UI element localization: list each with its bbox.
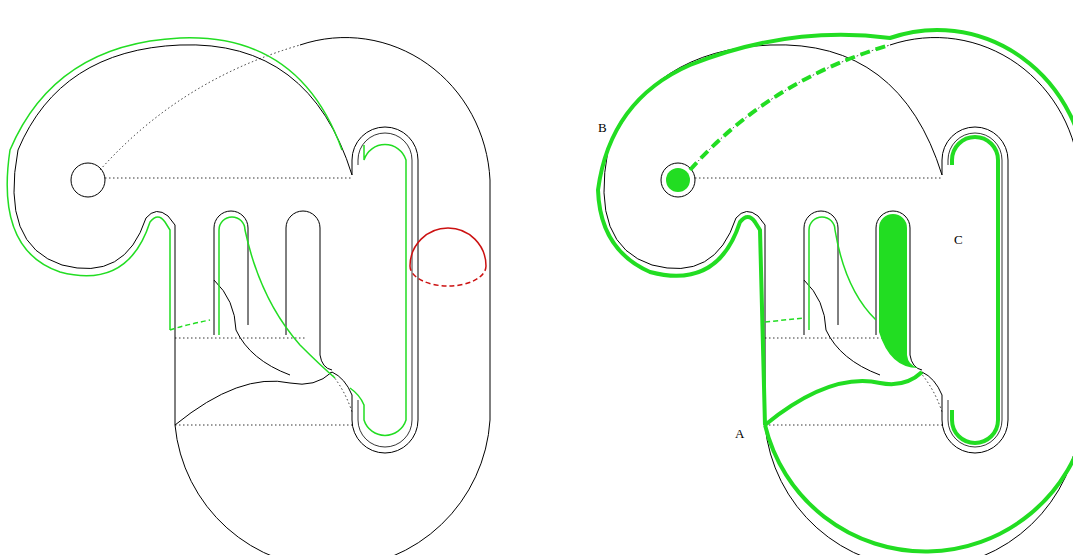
point-label: C xyxy=(952,232,965,247)
green-band xyxy=(598,30,1073,552)
green-curve xyxy=(7,38,406,436)
meridian-circle xyxy=(410,228,486,286)
point-label: B xyxy=(596,120,609,135)
point-label: A xyxy=(733,426,746,441)
